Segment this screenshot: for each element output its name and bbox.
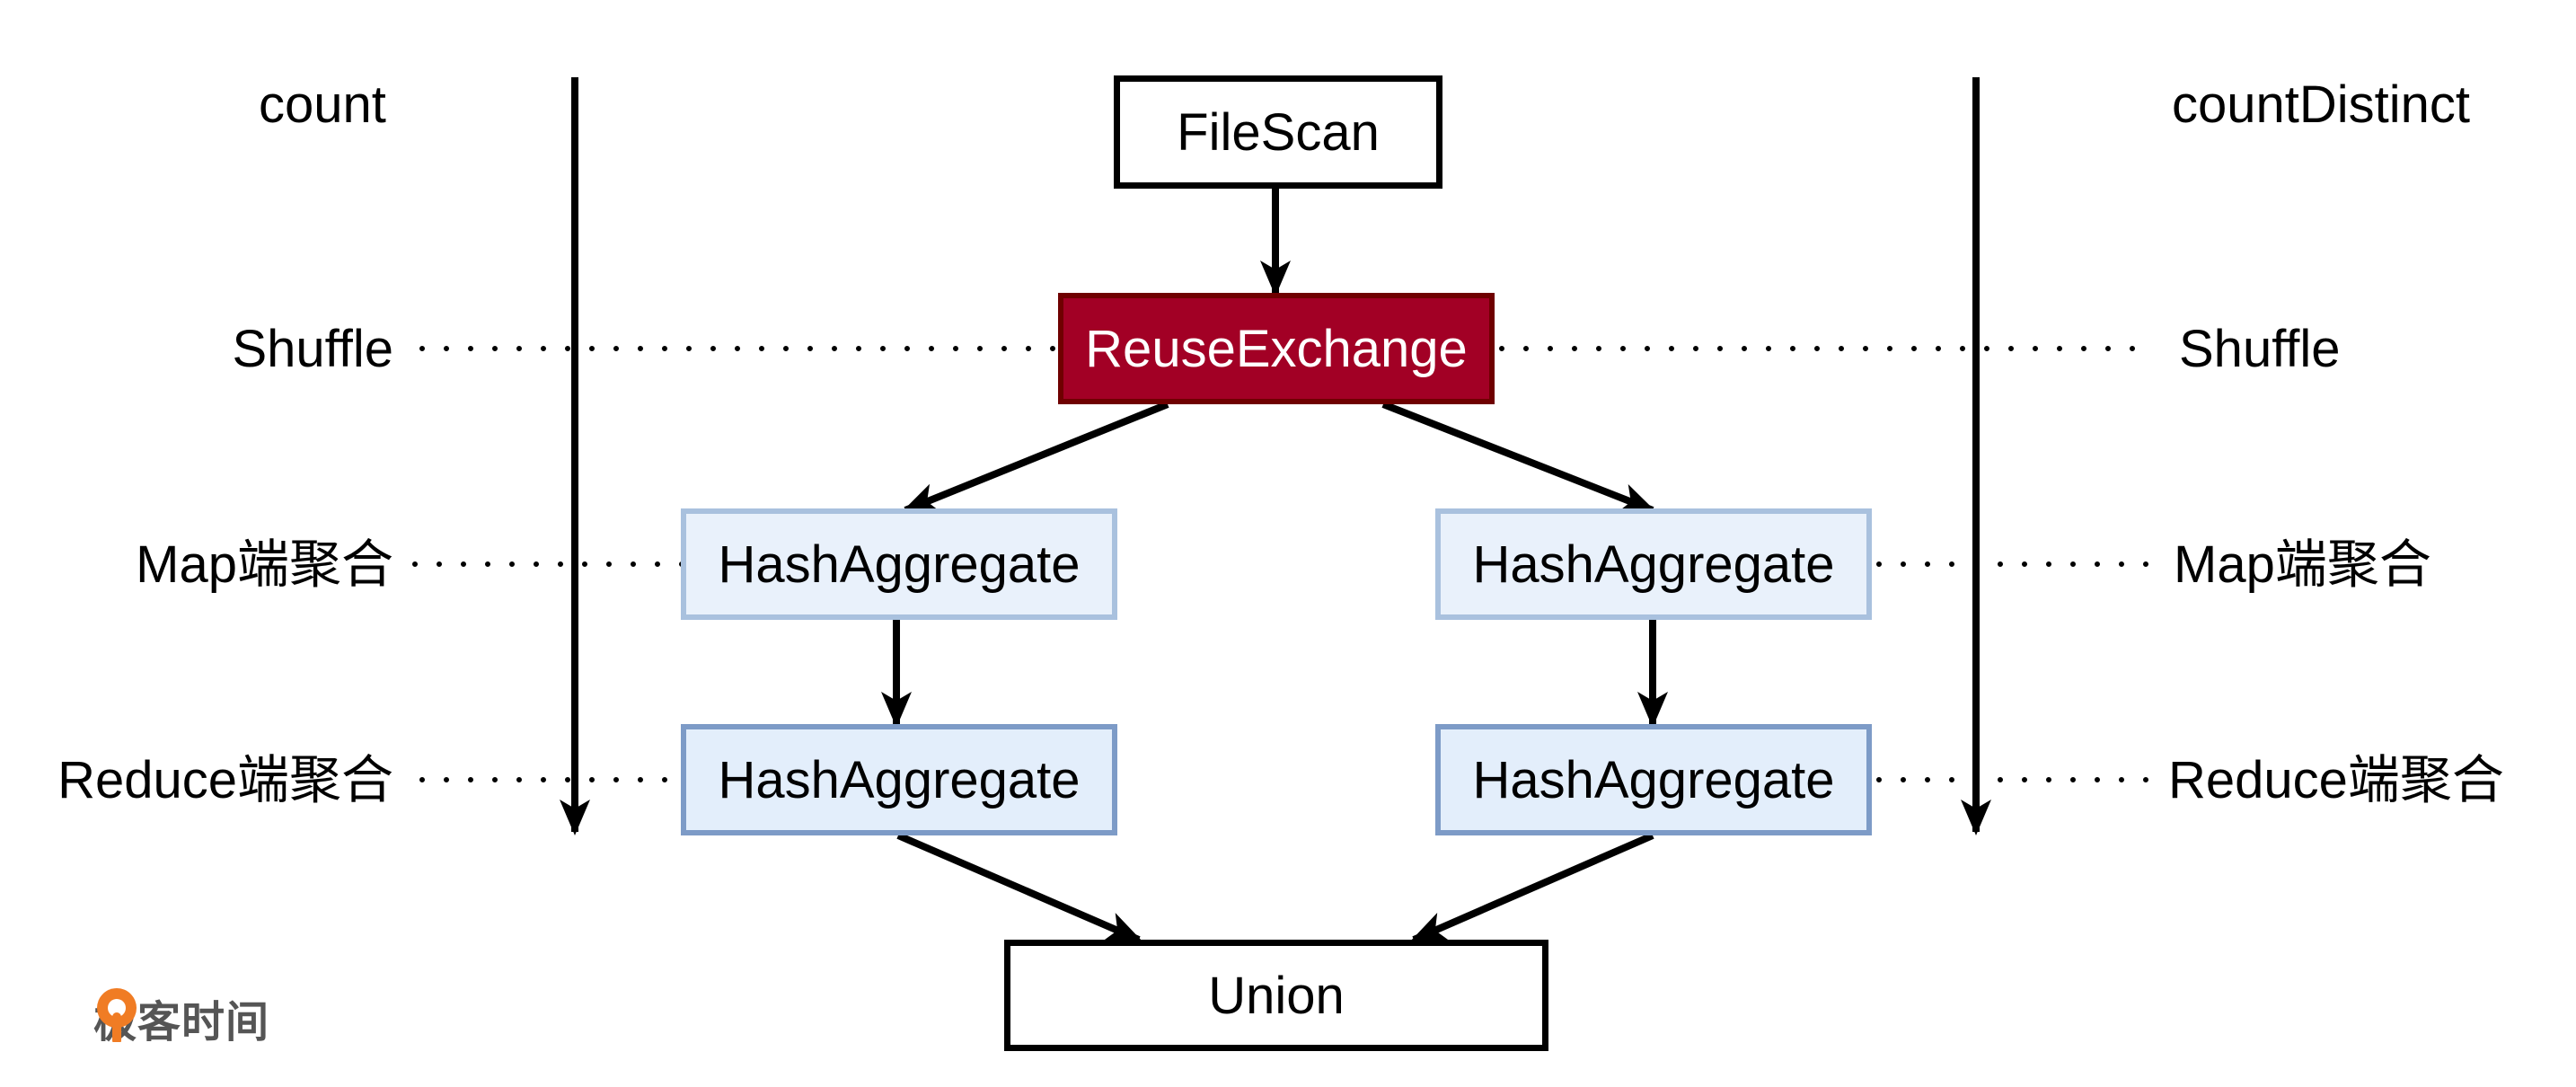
dotted-guide-lines bbox=[412, 346, 2167, 782]
node-hash-aggregate-reduce-right: HashAggregate bbox=[1435, 724, 1872, 835]
brand-logo: 极客时间 bbox=[93, 986, 269, 1049]
flow-arrows bbox=[881, 189, 1668, 943]
stage-label-reduce-left: Reduce端聚合 bbox=[57, 751, 393, 809]
stage-label-map-right: Map端聚合 bbox=[2174, 535, 2431, 594]
arrow-reduce-left-to-union bbox=[896, 832, 1142, 943]
stage-label-shuffle-left: Shuffle bbox=[232, 320, 393, 378]
stage-label-map-left: Map端聚合 bbox=[136, 535, 393, 594]
column-label-count: count bbox=[259, 75, 386, 134]
arrow-reduce-right-to-union bbox=[1410, 832, 1654, 943]
arrow-reuse-to-map-left bbox=[902, 401, 1169, 514]
stage-label-reduce-right: Reduce端聚合 bbox=[2168, 751, 2504, 809]
node-hash-aggregate-reduce-left: HashAggregate bbox=[681, 724, 1117, 835]
arrow-reuse-to-map-right bbox=[1381, 401, 1656, 514]
node-union: Union bbox=[1004, 940, 1548, 1051]
stage-label-shuffle-right: Shuffle bbox=[2179, 320, 2341, 378]
node-hash-aggregate-map-left: HashAggregate bbox=[681, 508, 1117, 620]
column-label-countdistinct: countDistinct bbox=[2172, 75, 2471, 134]
node-reuse-exchange: ReuseExchange bbox=[1058, 293, 1495, 404]
node-hash-aggregate-map-right: HashAggregate bbox=[1435, 508, 1872, 620]
geektime-logo-icon bbox=[97, 988, 137, 1042]
node-filescan: FileScan bbox=[1114, 75, 1442, 189]
timeline-arrows bbox=[560, 77, 1991, 835]
